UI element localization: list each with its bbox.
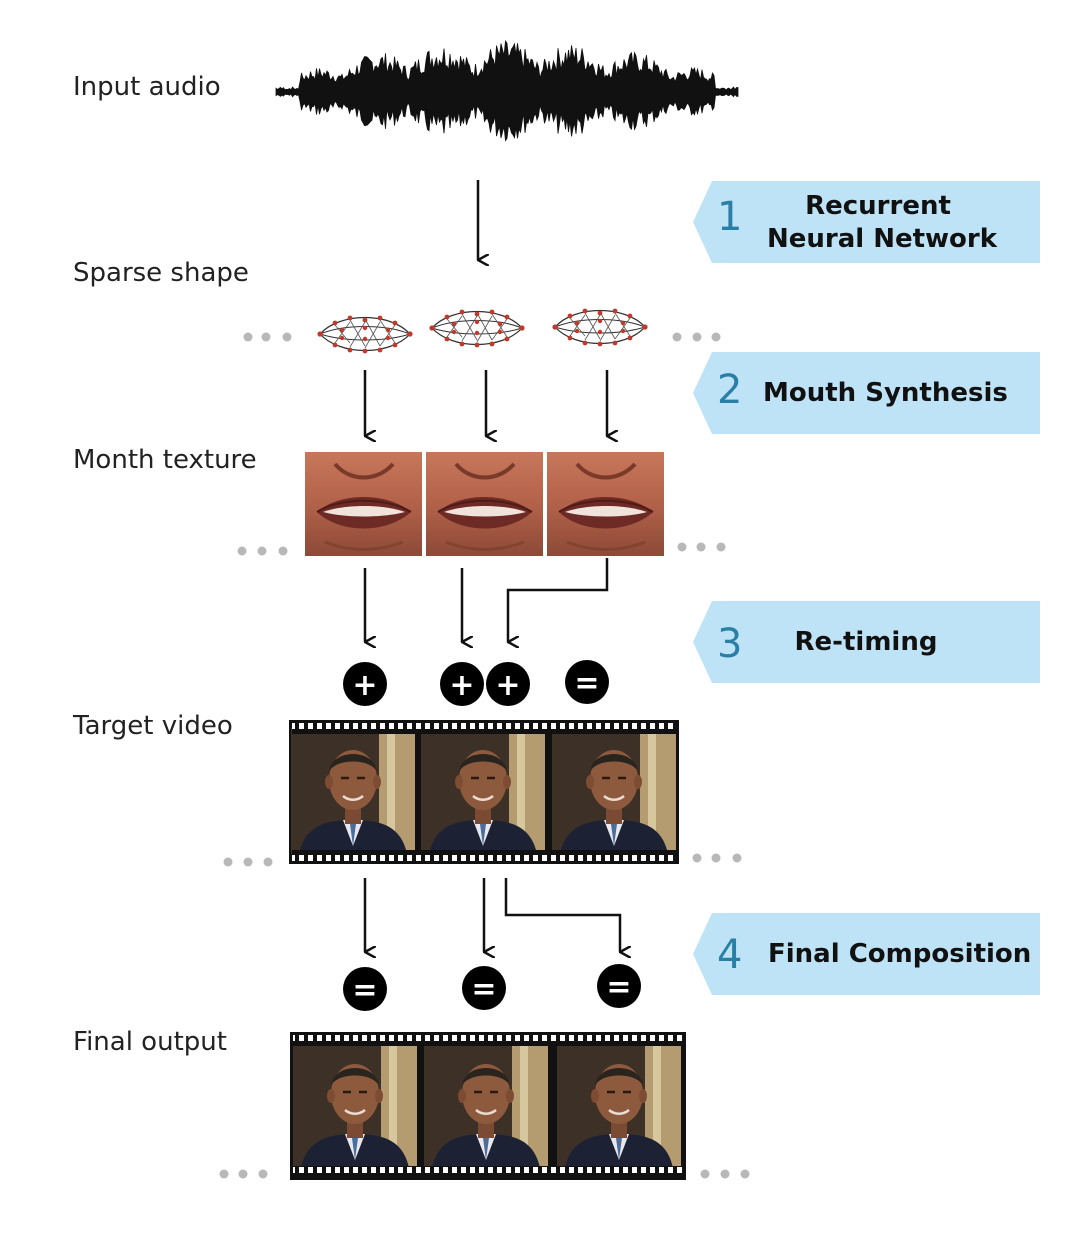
stage-number: 3 bbox=[717, 621, 742, 667]
ellipsis-left bbox=[243, 332, 292, 342]
mouth-texture-image bbox=[424, 450, 545, 558]
arrow-video-reroute bbox=[504, 878, 620, 952]
audio-waveform-icon bbox=[275, 39, 739, 142]
label-target-video: Target video bbox=[72, 711, 233, 741]
equals-operator: = bbox=[597, 964, 641, 1008]
lip-landmark-mesh-icon bbox=[551, 307, 649, 348]
equals-operator: = bbox=[565, 660, 609, 704]
label-input-audio: Input audio bbox=[73, 72, 221, 102]
equals-operator: = bbox=[343, 967, 387, 1011]
label-sparse-shape: Sparse shape bbox=[73, 258, 249, 288]
ellipsis-left bbox=[237, 546, 288, 556]
mouth-texture-image bbox=[303, 450, 424, 558]
video-frame-image bbox=[289, 726, 417, 856]
stage-title: Final Composition bbox=[768, 939, 1031, 969]
label-final-output: Final output bbox=[73, 1027, 227, 1057]
film-strip bbox=[290, 1032, 686, 1180]
plus-operator: + bbox=[486, 662, 530, 706]
video-frame-image bbox=[291, 1040, 419, 1170]
film-strip bbox=[289, 720, 679, 864]
video-frame-image bbox=[550, 726, 678, 856]
stage-number: 4 bbox=[717, 932, 742, 978]
ellipsis-left bbox=[219, 1169, 268, 1179]
svg-text:+: + bbox=[495, 668, 520, 703]
ellipsis-right bbox=[677, 542, 726, 552]
video-frame-image bbox=[422, 1040, 550, 1170]
svg-text:=: = bbox=[352, 973, 377, 1008]
stage-title: Re-timing bbox=[795, 627, 938, 657]
stage-title-line1: Recurrent bbox=[805, 191, 951, 221]
svg-text:=: = bbox=[574, 666, 599, 701]
equals-operator: = bbox=[462, 966, 506, 1010]
stage-banner-1: 1 Recurrent Neural Network bbox=[693, 181, 1040, 263]
label-mouth-texture: Month texture bbox=[73, 445, 257, 475]
mouth-texture-image bbox=[545, 450, 666, 558]
lip-landmark-mesh-icon bbox=[428, 308, 526, 349]
video-frame-image bbox=[419, 726, 547, 856]
plus-operator: + bbox=[343, 662, 387, 706]
stage-banner-3: 3 Re-timing bbox=[693, 601, 1040, 683]
ellipsis-right bbox=[672, 332, 721, 342]
waveform-shape bbox=[275, 39, 739, 142]
ellipsis-left bbox=[223, 857, 273, 867]
svg-text:+: + bbox=[449, 668, 474, 703]
ellipsis-right bbox=[692, 853, 742, 863]
arrow-texture-reroute bbox=[506, 558, 609, 642]
stage-number: 2 bbox=[717, 367, 742, 413]
stage-title: Mouth Synthesis bbox=[763, 378, 1008, 408]
lip-landmark-mesh-icon bbox=[316, 314, 414, 355]
video-frame-image bbox=[555, 1040, 683, 1170]
svg-text:=: = bbox=[471, 972, 496, 1007]
ellipsis-right bbox=[700, 1169, 750, 1179]
stage-banner-4: 4 Final Composition bbox=[693, 913, 1040, 995]
stage-number: 1 bbox=[717, 194, 742, 240]
stage-banner-2: 2 Mouth Synthesis bbox=[693, 352, 1040, 434]
svg-text:=: = bbox=[606, 970, 631, 1005]
plus-operator: + bbox=[440, 662, 484, 706]
stage-title-line2: Neural Network bbox=[767, 224, 998, 254]
svg-text:+: + bbox=[352, 668, 377, 703]
